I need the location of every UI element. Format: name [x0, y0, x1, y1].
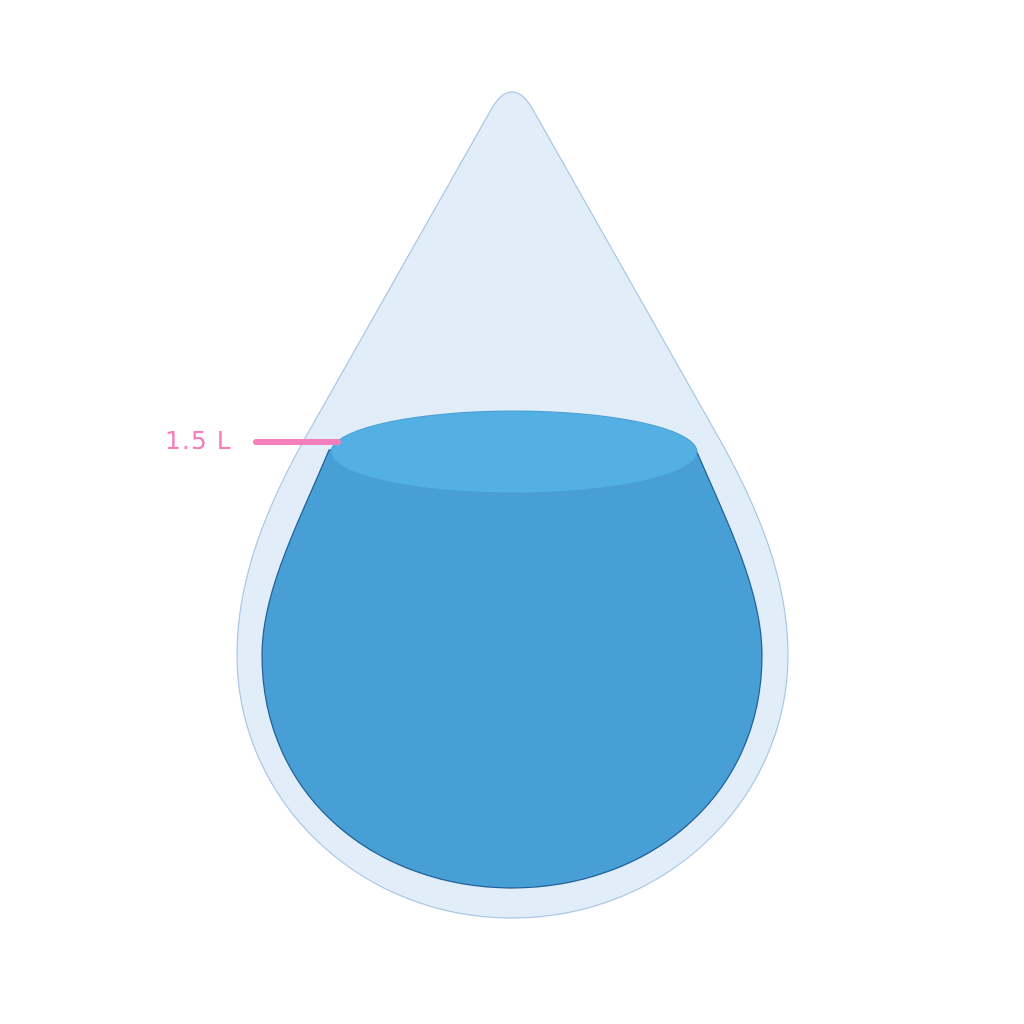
water-body: [261, 449, 763, 889]
level-label: 1.5 L: [165, 426, 232, 455]
water-surface: [330, 410, 698, 494]
